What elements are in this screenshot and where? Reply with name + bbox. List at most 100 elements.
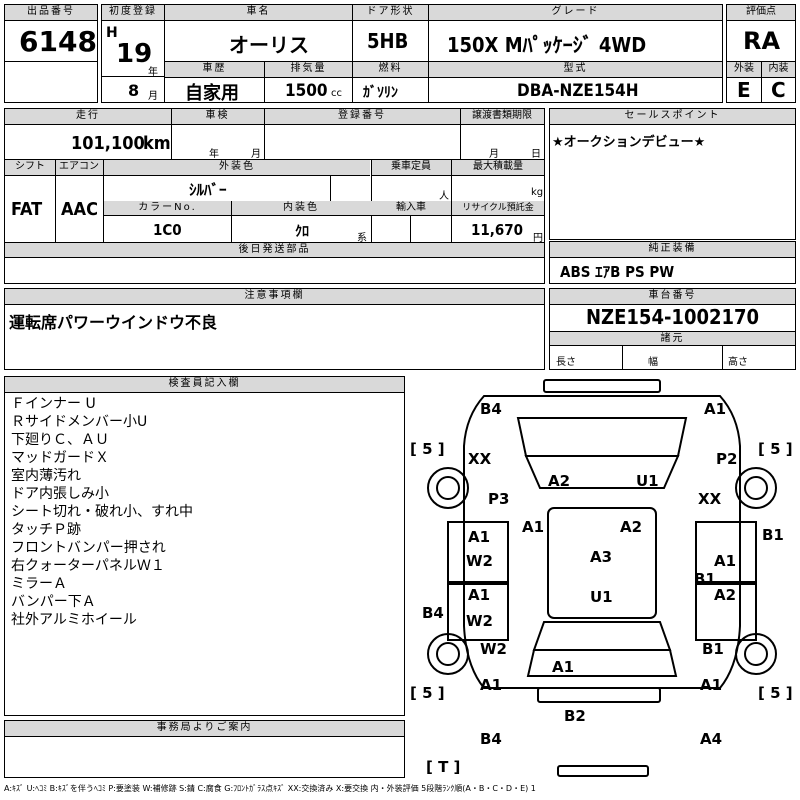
inspector-line: シート切れ・破れ小、すれ中 <box>11 504 193 520</box>
damage-mark: B4 <box>480 730 502 748</box>
interior-color-label: 内装色 <box>231 201 371 216</box>
capacity-unit: 人 <box>439 191 449 202</box>
lot-number-box: 出品番号 6148 <box>4 4 98 62</box>
inspection-year-unit: 年 <box>209 149 219 160</box>
left-rear-door-shape <box>447 583 509 641</box>
legend: A:ｷｽﾞ U:ﾍｺﾐ B:ｷｽﾞを伴うﾍｺﾐ P:要塗装 W:補修跡 S:錆 … <box>4 784 536 793</box>
inspector-line: 下廻りＣ、ＡＵ <box>11 432 109 448</box>
inspector-box: 検査員記入欄 Ｆインナー U Ｒサイドメンバー小U 下廻りＣ、ＡＵ マッドガード… <box>4 376 405 716</box>
office-notice-box: 事務局よりご案内 <box>4 720 405 778</box>
displacement: 1500 <box>285 81 328 101</box>
genuine-equipment-label: 純正装備 <box>550 242 795 258</box>
shift: FAT <box>11 199 43 220</box>
damage-mark: A3 <box>590 548 612 566</box>
rear-glass-shape <box>532 621 672 651</box>
reg-number-label: 登録番号 <box>264 109 460 125</box>
damage-mark: B4 <box>480 400 502 418</box>
damage-mark: XX <box>468 450 492 468</box>
inspector-line: 室内薄汚れ <box>11 468 81 484</box>
inspector-line: 右クォーターパネルＷ１ <box>11 558 165 574</box>
model-label: 型式 <box>429 62 722 78</box>
damage-mark: A1 <box>714 552 736 570</box>
inspection-label: 車検 <box>171 109 264 125</box>
tire-mark: [ 5 ] <box>410 684 445 702</box>
genuine-equipment-box: 純正装備 ABS ｴｱB PS PW <box>549 241 796 284</box>
interior-color-unit: 系 <box>357 233 367 244</box>
door-label: ドア形状 <box>353 5 428 21</box>
history-box: 車歴 自家用 <box>164 61 265 104</box>
damage-mark: A2 <box>620 518 642 536</box>
tire-mark: [ 5 ] <box>758 440 793 458</box>
damage-mark: B4 <box>422 604 444 622</box>
height-label: 高さ <box>728 357 748 368</box>
recycle-label: リサイクル預託金 <box>452 201 544 216</box>
exterior-color: ｼﾙﾊﾞｰ <box>189 181 227 199</box>
car-damage-diagram: [ 5 ] [ 5 ] [ 5 ] [ 5 ] [ T ] B4 A1 XX P… <box>410 379 793 777</box>
month-unit: 月 <box>148 91 158 102</box>
damage-mark: A1 <box>468 586 490 604</box>
ac: AAC <box>61 199 98 220</box>
inspector-line: ドア内張しみ小 <box>11 486 109 502</box>
max-load-label: 最大積載量 <box>452 160 544 176</box>
ac-label: エアコン <box>55 160 103 176</box>
chassis-box: 車台番号 NZE154-1002170 諸元 長さ 幅 高さ <box>549 288 796 370</box>
tire-rear-right <box>735 633 777 675</box>
damage-mark: A2 <box>714 586 736 604</box>
trunk-shape <box>526 649 678 677</box>
damage-mark: A1 <box>468 528 490 546</box>
front-bumper-shape <box>543 379 661 393</box>
width-label: 幅 <box>648 357 658 368</box>
tailgate-shape <box>557 765 649 777</box>
fuel-box: 燃料 ｶﾞｿﾘﾝ <box>352 61 429 103</box>
roof-shape <box>547 507 657 619</box>
inspector-line: タッチＰ跡 <box>11 522 81 538</box>
damage-mark: A1 <box>700 676 722 694</box>
notes: 運転席パワーウインドウ不良 <box>9 313 218 332</box>
inspector-line: Ｒサイドメンバー小U <box>11 414 148 430</box>
displacement-box: 排気量 1500 cc <box>264 61 353 103</box>
damage-diagram-box: [ 5 ] [ 5 ] [ 5 ] [ 5 ] [ T ] B4 A1 XX P… <box>408 376 796 778</box>
transfer-day-unit: 日 <box>531 149 541 160</box>
left-front-door-shape <box>447 521 509 583</box>
fuel: ｶﾞｿﾘﾝ <box>363 85 398 101</box>
recycle-deposit: 11,670 <box>471 221 524 239</box>
interior-color: ｸﾛ <box>295 224 309 240</box>
transfer-month-unit: 月 <box>489 149 499 160</box>
inspector-line: マッドガードＸ <box>11 450 109 466</box>
era: H <box>106 25 118 41</box>
right-rear-door-shape <box>695 583 757 641</box>
sales-point-label: セールスポイント <box>550 109 795 125</box>
later-parts-label: 後日発送部品 <box>5 243 544 258</box>
history: 自家用 <box>185 83 239 104</box>
damage-mark: P2 <box>716 450 737 468</box>
mileage-unit: km <box>143 133 171 154</box>
damage-mark: B1 <box>694 570 716 588</box>
score-box: 評価点 RA <box>726 4 796 62</box>
damage-mark: B2 <box>564 707 586 725</box>
exterior-grade: E <box>737 78 751 102</box>
door-type: 5HB <box>367 29 409 53</box>
grade: 150X Mﾊﾟｯｹｰｼﾞ 4WD <box>447 33 647 57</box>
door-box: ドア形状 5HB <box>352 4 429 62</box>
year-unit: 年 <box>148 67 158 78</box>
inspector-line: バンパー下Ａ <box>11 594 96 610</box>
office-notice-label: 事務局よりご案内 <box>5 721 404 737</box>
displacement-unit: cc <box>331 88 342 99</box>
displacement-label: 排気量 <box>265 62 352 78</box>
lot-number-lower <box>4 61 98 103</box>
damage-mark: W2 <box>466 552 493 570</box>
damage-mark: XX <box>698 490 722 508</box>
inspector-label: 検査員記入欄 <box>5 377 404 393</box>
car-name-label: 車名 <box>165 5 352 21</box>
inspector-line: ミラーＡ <box>11 576 67 592</box>
car-name-box: 車名 オーリス <box>164 4 353 62</box>
model-box: 型式 DBA-NZE154H <box>428 61 723 103</box>
fuel-label: 燃料 <box>353 62 428 78</box>
damage-mark: A4 <box>700 730 722 748</box>
shift-label: シフト <box>5 160 55 176</box>
damage-mark: A1 <box>522 518 544 536</box>
right-front-door-shape <box>695 521 757 583</box>
damage-mark: P3 <box>488 490 509 508</box>
mileage-label: 走行 <box>5 109 171 125</box>
genuine-equipment: ABS ｴｱB PS PW <box>560 263 675 281</box>
